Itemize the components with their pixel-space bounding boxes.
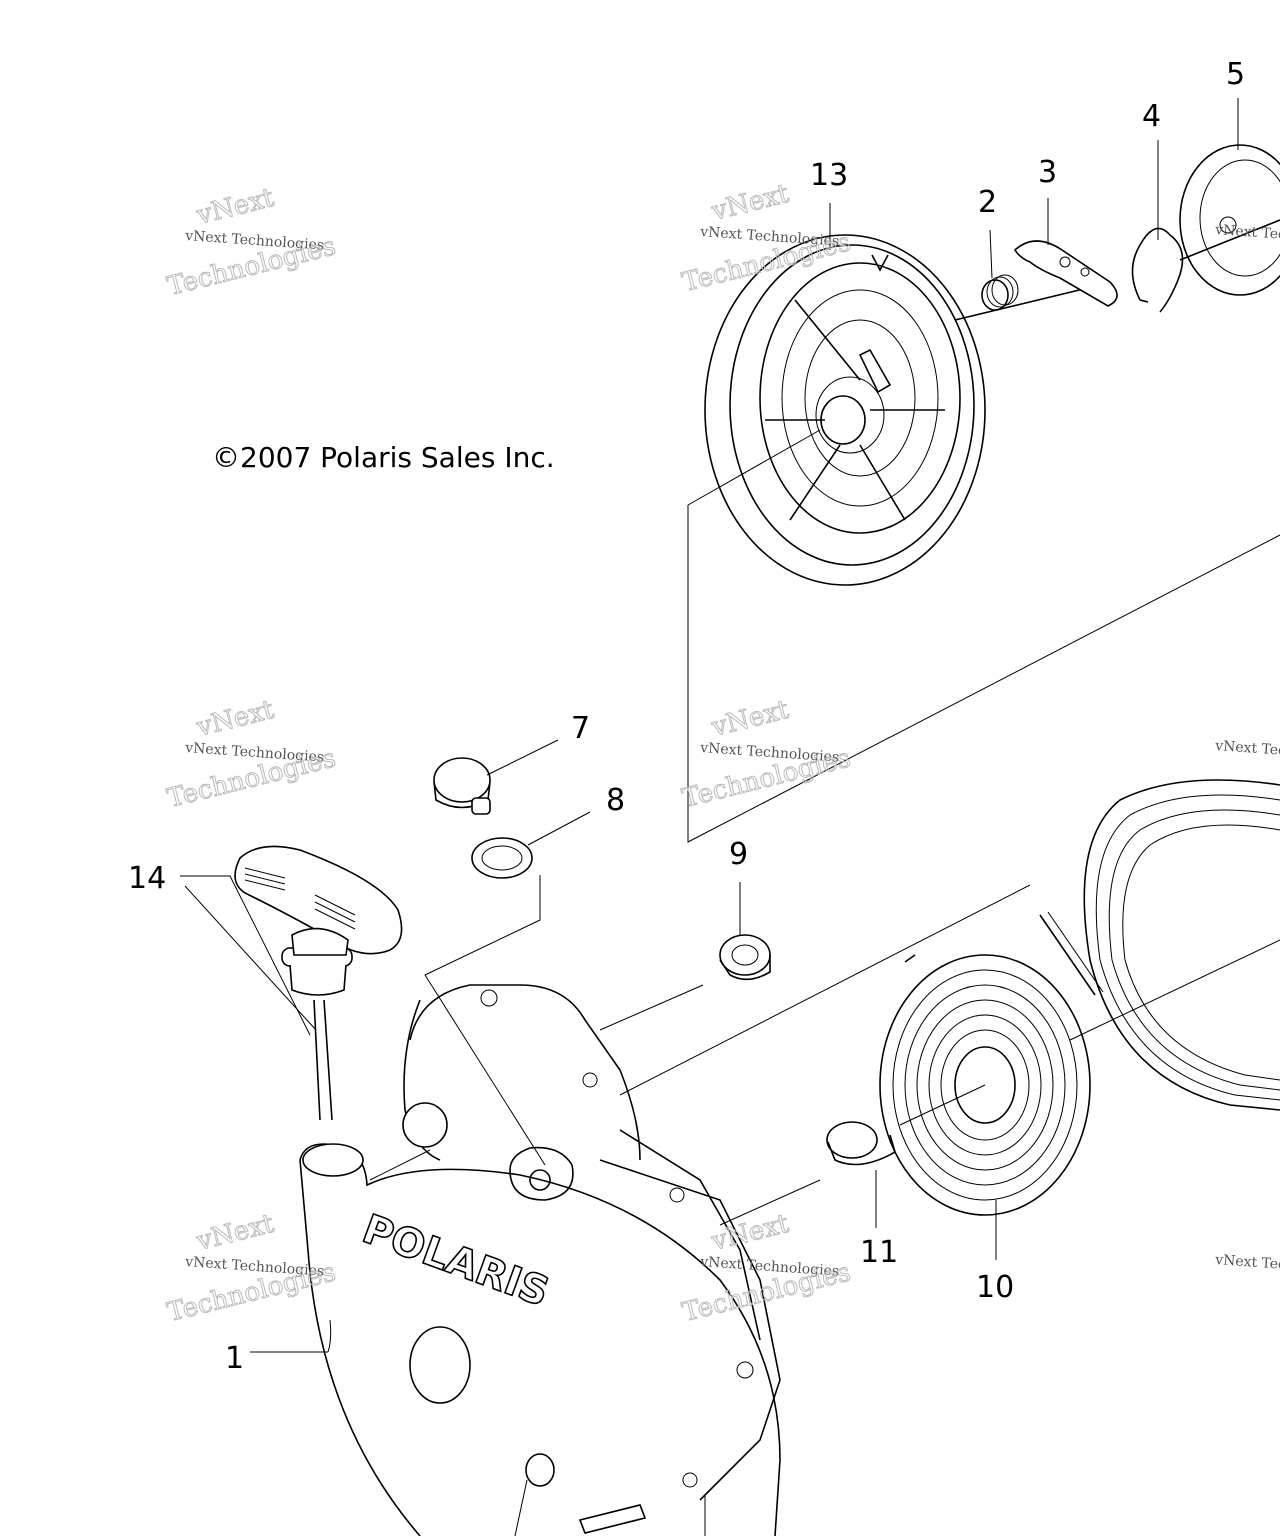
watermark-mid-right: vNext Technologies [1214,738,1280,764]
part-2-spring [981,274,1019,311]
callout-11: 11 [860,1235,898,1270]
callout-3: 3 [1038,155,1057,190]
part-3-pawl [1013,240,1118,307]
callout-5: 5 [1226,57,1245,92]
svg-text:vNext Technologies: vNext Technologies [1214,1252,1280,1278]
callout-13: 13 [810,158,848,193]
part-9-bushing [719,934,771,981]
callout-labels: 1 2 3 4 5 7 8 9 10 11 13 14 [128,57,1245,1376]
watermark-bottom-left: vNext vNext Technologies Technologies [164,1208,339,1328]
callout-8: 8 [606,783,625,818]
svg-text:vNext: vNext [193,1209,277,1257]
svg-text:vNext: vNext [708,695,792,743]
part-14-handle [234,845,403,1121]
part-8-washer [471,837,533,879]
watermark-mid-left: vNext vNext Technologies Technologies [164,694,339,814]
svg-text:vNext Technologies: vNext Technologies [1214,738,1280,764]
part-4-clip [1131,227,1184,313]
polaris-logo-text: POLARIS [357,1206,555,1316]
callout-1: 1 [225,1341,244,1376]
watermark-bottom-right: vNext Technologies [1214,1252,1280,1278]
watermark-top-right: vNext Technologies [1214,222,1280,248]
svg-text:vNext: vNext [708,179,792,227]
callout-9: 9 [729,837,748,872]
part-10-recoil-spring [879,954,1091,1216]
watermark-top-left: vNext vNext Technologies Technologies [164,182,339,302]
svg-text:vNext: vNext [193,183,277,231]
svg-text:vNext Technologies: vNext Technologies [1214,222,1280,248]
callout-4: 4 [1142,99,1161,134]
leader-lines [180,98,1239,1536]
part-11-bushing [826,1121,896,1166]
copyright-text: ©2007 Polaris Sales Inc. [212,441,555,474]
watermark-top-center: vNext vNext Technologies Technologies [679,178,854,298]
part-7-cap [433,757,491,815]
svg-text:vNext: vNext [193,695,277,743]
rope-coil [1039,779,1280,1111]
assembly-lines [369,429,1280,1226]
watermark-mid-center: vNext vNext Technologies Technologies [679,694,854,814]
callout-2: 2 [978,185,997,220]
part-5-plate [1179,144,1280,296]
callout-14: 14 [128,861,166,896]
callout-10: 10 [976,1270,1014,1305]
callout-7: 7 [571,711,590,746]
part-13-pulley [704,234,1101,586]
